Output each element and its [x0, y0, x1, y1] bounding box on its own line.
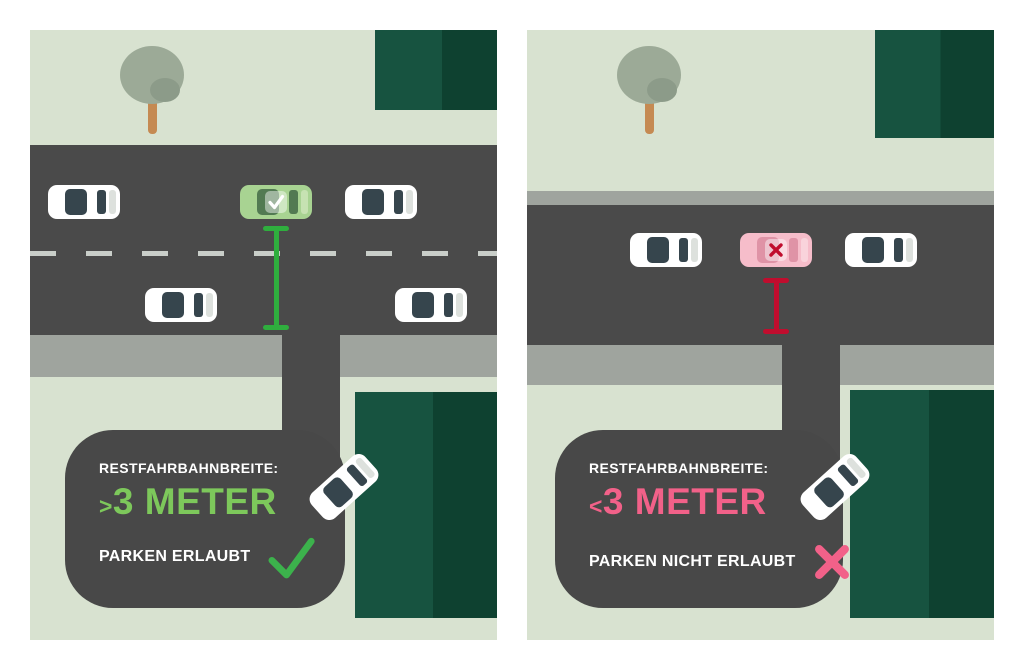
car-trunk: [456, 293, 463, 317]
panel-parken-nicht-erlaubt: RESTFAHRBAHNBREITE: <3 METER PARKEN NICH…: [527, 30, 994, 640]
car-trunk: [206, 293, 213, 317]
car-windshield: [862, 237, 884, 263]
car-windshield: [812, 475, 846, 510]
check-icon: [265, 191, 287, 213]
verdict-text: PARKEN ERLAUBT: [99, 548, 251, 565]
car-trunk: [691, 238, 698, 262]
main-road: [527, 205, 994, 345]
car-rear-window: [894, 238, 903, 262]
car-rear-window: [289, 190, 298, 214]
caption-value: >3 METER: [99, 483, 323, 520]
verdict-row: PARKEN ERLAUBT: [99, 530, 323, 584]
caption-label: RESTFAHRBAHNBREITE:: [99, 460, 279, 476]
tree-trunk: [148, 100, 157, 134]
tree: [617, 46, 681, 134]
car-windshield: [412, 292, 434, 318]
caption-label: RESTFAHRBAHNBREITE:: [589, 460, 769, 476]
tree-trunk: [645, 100, 654, 134]
caption-value-prefix: >: [99, 493, 113, 519]
main-road: [30, 145, 497, 335]
sidewalk-bottom: [30, 335, 497, 377]
caption-value-text: 3 METER: [112, 481, 277, 522]
caption-blob: RESTFAHRBAHNBREITE: <3 METER PARKEN NICH…: [555, 430, 849, 608]
building-top-right: [875, 30, 994, 138]
car-windshield: [647, 237, 669, 263]
building-top-right: [375, 30, 497, 110]
caption-value: <3 METER: [589, 483, 821, 520]
car-trunk: [301, 190, 308, 214]
building-bottom-right: [850, 390, 994, 618]
parked-car: [345, 185, 417, 219]
car-windshield: [162, 292, 184, 318]
car-rear-window: [444, 293, 453, 317]
cross-icon: [814, 545, 849, 579]
sidewalk-bottom: [527, 345, 994, 385]
car-trunk: [906, 238, 913, 262]
car-rear-window: [789, 238, 798, 262]
tree: [120, 46, 184, 134]
verdict-text: PARKEN NICHT ERLAUBT: [589, 553, 796, 570]
car-rear-window: [194, 293, 203, 317]
car-windshield: [757, 237, 779, 263]
highlighted-car-allowed: [240, 185, 312, 219]
car-trunk: [406, 190, 413, 214]
caption-blob: RESTFAHRBAHNBREITE: >3 METER PARKEN ERLA…: [65, 430, 345, 608]
car-trunk: [109, 190, 116, 214]
car-rear-window: [679, 238, 688, 262]
car-windshield: [321, 475, 355, 510]
highlighted-car-denied: [740, 233, 812, 267]
check-icon: [268, 537, 316, 579]
lane-marking: [30, 251, 497, 256]
caption-value-text: 3 METER: [602, 481, 767, 522]
tree-foliage: [617, 46, 681, 104]
cross-icon: [765, 239, 787, 261]
parked-car: [145, 288, 217, 322]
parked-car: [48, 185, 120, 219]
car-windshield: [65, 189, 87, 215]
car-rear-window: [97, 190, 106, 214]
parked-car: [630, 233, 702, 267]
car-windshield: [362, 189, 384, 215]
remaining-width-measure: [763, 278, 789, 334]
verdict-row: PARKEN NICHT ERLAUBT: [589, 540, 849, 584]
parked-car: [395, 288, 467, 322]
sidewalk-top: [527, 191, 994, 205]
car-rear-window: [394, 190, 403, 214]
panel-parken-erlaubt: RESTFAHRBAHNBREITE: >3 METER PARKEN ERLA…: [30, 30, 497, 640]
car-trunk: [801, 238, 808, 262]
parked-car: [845, 233, 917, 267]
tree-foliage: [120, 46, 184, 104]
building-bottom-right: [355, 392, 497, 618]
remaining-width-measure: [263, 226, 289, 330]
caption-value-prefix: <: [589, 493, 603, 519]
